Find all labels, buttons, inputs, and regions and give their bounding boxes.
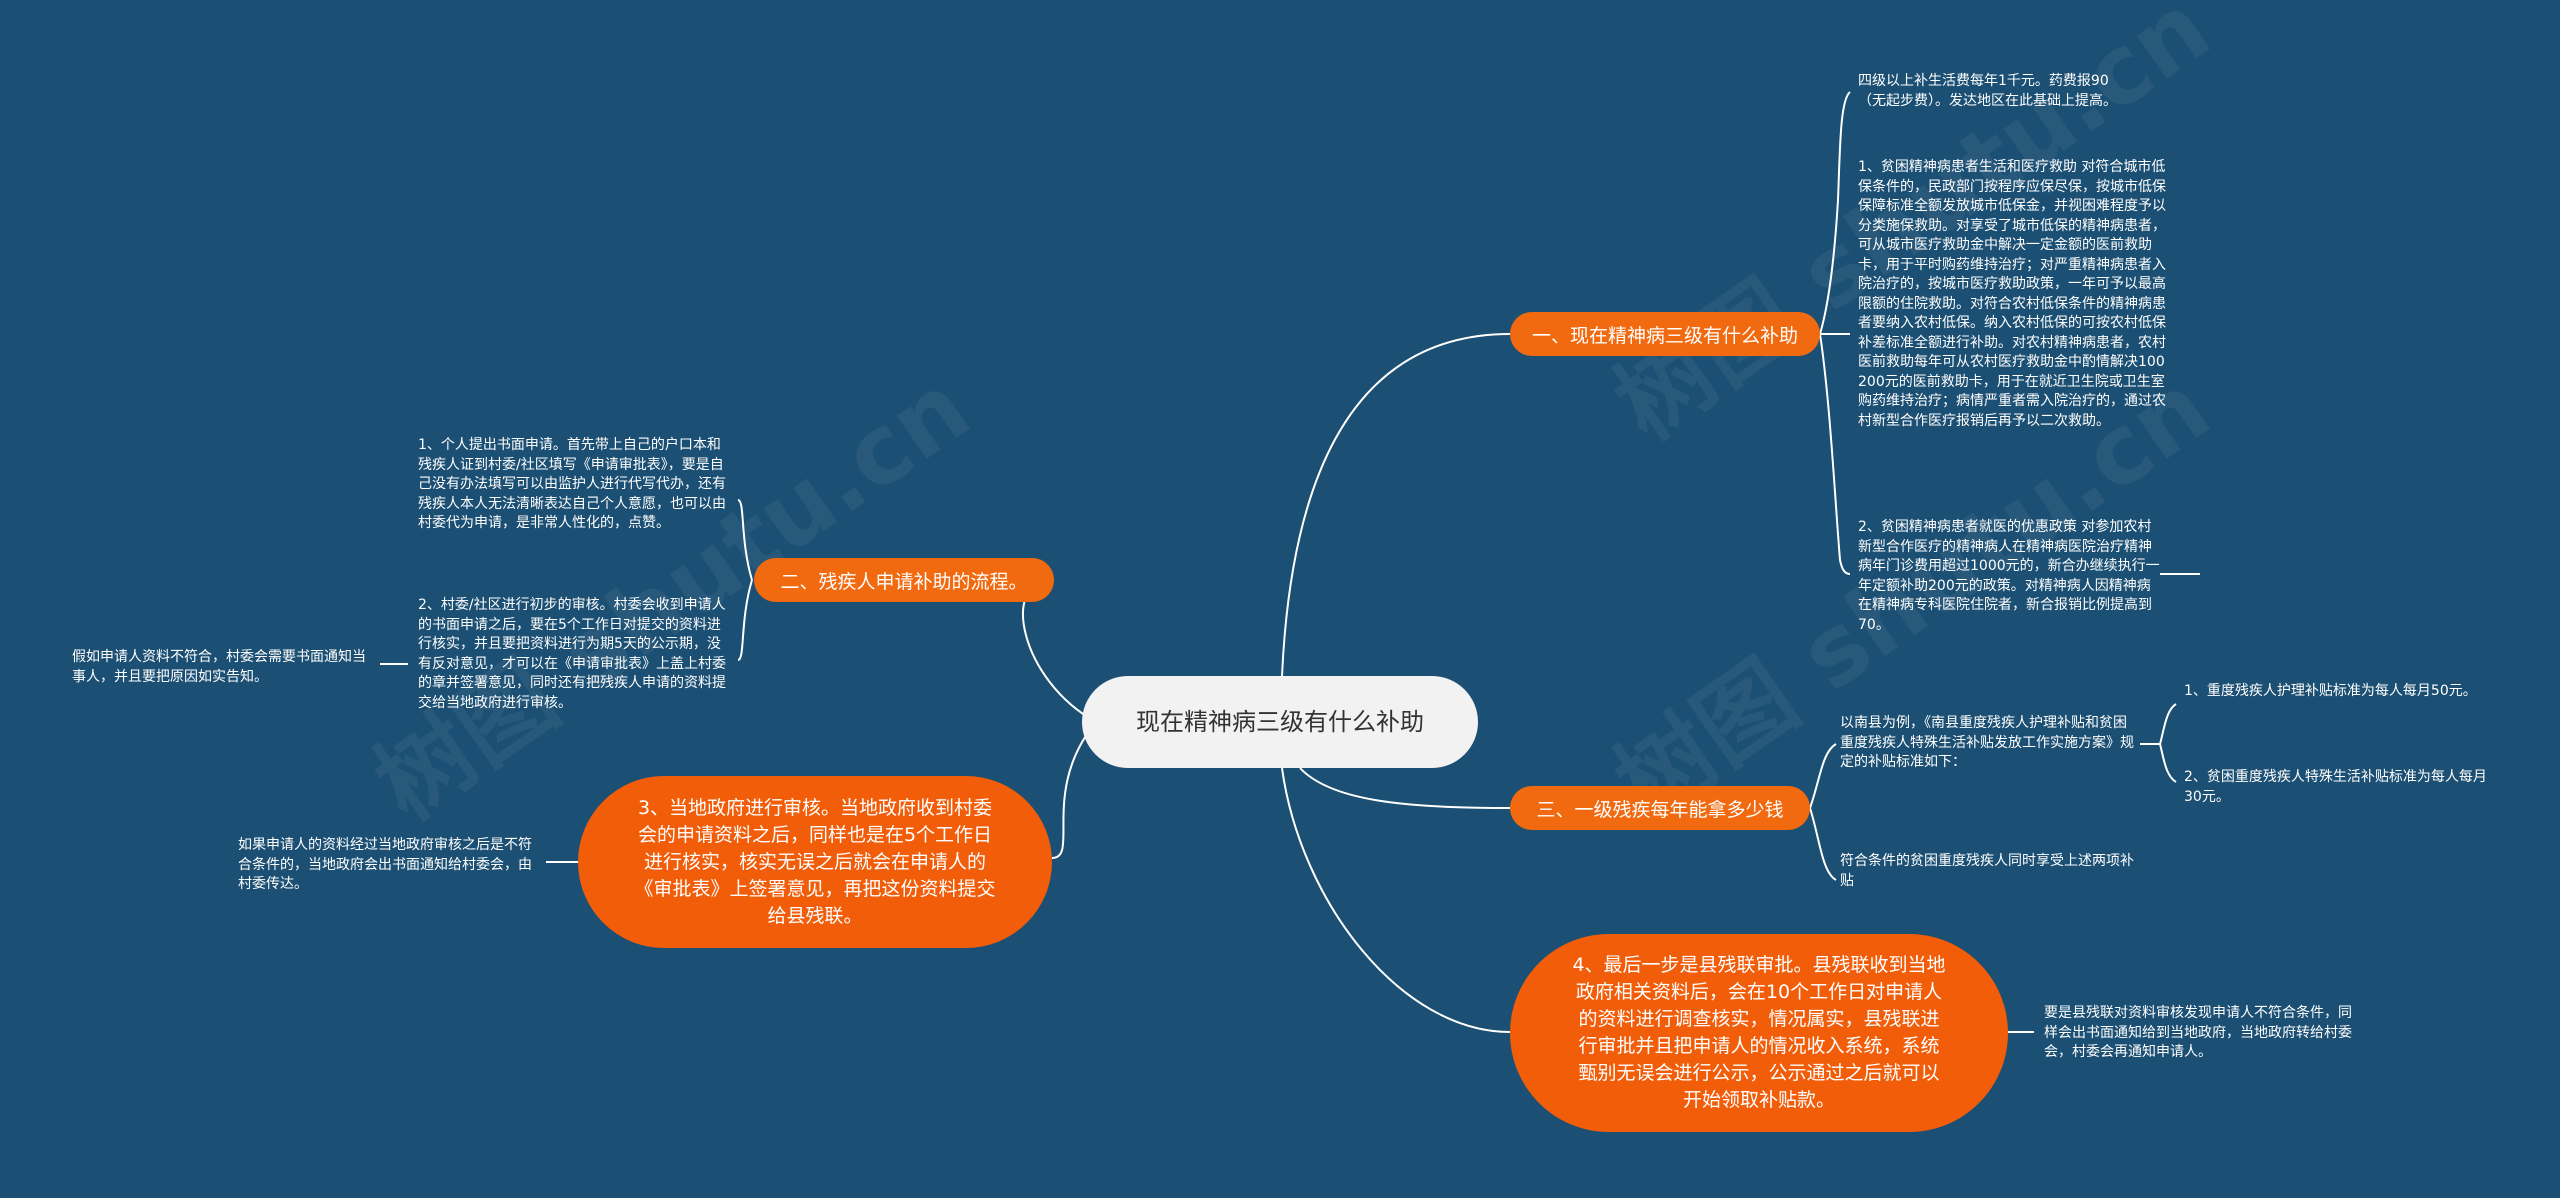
branch-node-4[interactable]: 三、一级残疾每年能拿多少钱 [1510, 786, 1810, 830]
link-b4-sub2 [2159, 743, 2177, 783]
leaf-text: 1、贫困精神病患者生活和医疗救助 对符合城市低保条件的，民政部门按程序应保尽保，… [1858, 159, 2166, 429]
link-b2-leaf1 [737, 499, 753, 581]
leaf-text: 四级以上补生活费每年1千元。药费报90（无起步费）。发达地区在此基础上提高。 [1858, 73, 2117, 109]
leaf-text: 2、村委/社区进行初步的审核。村委会收到申请人的书面申请之后，要在5个工作日对提… [418, 597, 726, 711]
leaf-text: 2、贫困重度残疾人特殊生活补贴标准为每人每月30元。 [2184, 769, 2487, 805]
leaf-text: 假如申请人资料不符合，村委会需要书面通知当事人，并且要把原因如实告知。 [72, 649, 366, 685]
link-center-b1 [1281, 333, 1511, 677]
link-b4-intro [1809, 743, 1837, 809]
branch-node-2[interactable]: 二、残疾人申请补助的流程。 [754, 558, 1054, 602]
leaf-text: 符合条件的贫困重度残疾人同时享受上述两项补贴 [1840, 853, 2134, 889]
link-b4-sub1 [2140, 703, 2177, 745]
link-b1-leaf1 [1819, 91, 1851, 335]
link-b4-note [1809, 807, 1837, 881]
leaf-text: 1、个人提出书面申请。首先带上自己的户口本和残疾人证到村委/社区填写《申请审批表… [418, 437, 726, 531]
link-b2-leaf2 [737, 579, 753, 661]
leaf-text: 2、贫困精神病患者就医的优惠政策 对参加农村新型合作医疗的精神病人在精神病医院治… [1858, 519, 2160, 633]
branch-node-3[interactable]: 3、当地政府进行审核。当地政府收到村委会的申请资料之后，同样也是在5个工作日进行… [578, 776, 1052, 948]
leaf-text: 以南县为例，《南县重度残疾人护理补贴和贫困重度残疾人特殊生活补贴发放工作实施方案… [1840, 715, 2134, 770]
branch-node-5[interactable]: 4、最后一步是县残联审批。县残联收到当地政府相关资料后，会在10个工作日对申请人… [1510, 934, 2008, 1132]
link-b1-leaf3 [1819, 333, 1851, 575]
link-center-b5 [1281, 767, 1511, 1033]
branch-node-1[interactable]: 一、现在精神病三级有什么补助 [1510, 312, 1820, 356]
leaf-text: 如果申请人的资料经过当地政府审核之后是不符合条件的，当地政府会出书面通知给村委会… [238, 837, 532, 892]
link-center-b4 [1299, 767, 1511, 809]
leaf-text: 1、重度残疾人护理补贴标准为每人每月50元。 [2184, 683, 2477, 699]
central-topic[interactable]: 现在精神病三级有什么补助 [1082, 676, 1478, 768]
leaf-text: 要是县残联对资料审核发现申请人不符合条件，同样会出书面通知给到当地政府，当地政府… [2044, 1005, 2352, 1060]
link-center-b3 [1051, 721, 1097, 859]
